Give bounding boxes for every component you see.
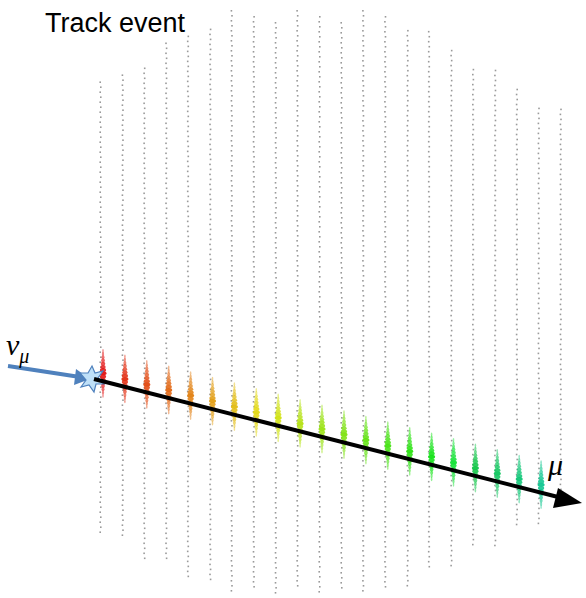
particle-label: μ bbox=[548, 448, 563, 482]
muon-arrowhead bbox=[553, 488, 582, 508]
light-hits bbox=[100, 349, 545, 509]
muon-track bbox=[94, 379, 562, 498]
neutrino-arrow bbox=[8, 366, 80, 377]
title: Track event bbox=[45, 8, 185, 39]
detector-strings bbox=[99, 10, 561, 594]
particle-label: νμ bbox=[6, 328, 29, 362]
